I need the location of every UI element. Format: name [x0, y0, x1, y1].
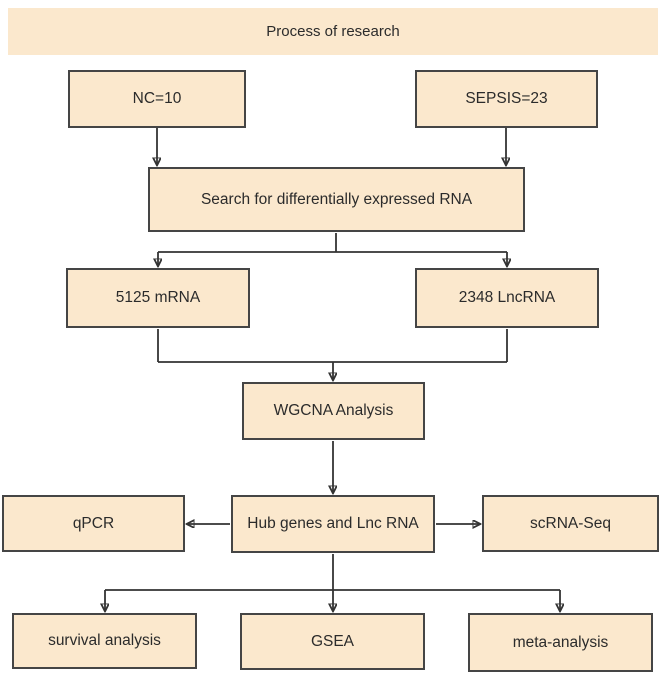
node-scrna-seq: scRNA-Seq: [482, 495, 659, 552]
node-gsea: GSEA: [240, 613, 425, 670]
node-mrna: 5125 mRNA: [66, 268, 250, 328]
node-search-differential-rna: Search for differentially expressed RNA: [148, 167, 525, 232]
node-nc: NC=10: [68, 70, 246, 128]
node-sepsis: SEPSIS=23: [415, 70, 598, 128]
page-title: Process of research: [266, 23, 400, 40]
node-lncrna: 2348 LncRNA: [415, 268, 599, 328]
title-banner: Process of research: [8, 8, 658, 55]
node-qpcr: qPCR: [2, 495, 185, 552]
node-survival-analysis: survival analysis: [12, 613, 197, 669]
node-hub-genes-lncrna: Hub genes and Lnc RNA: [231, 495, 435, 553]
node-meta-analysis: meta-analysis: [468, 613, 653, 672]
node-wgcna-analysis: WGCNA Analysis: [242, 382, 425, 440]
